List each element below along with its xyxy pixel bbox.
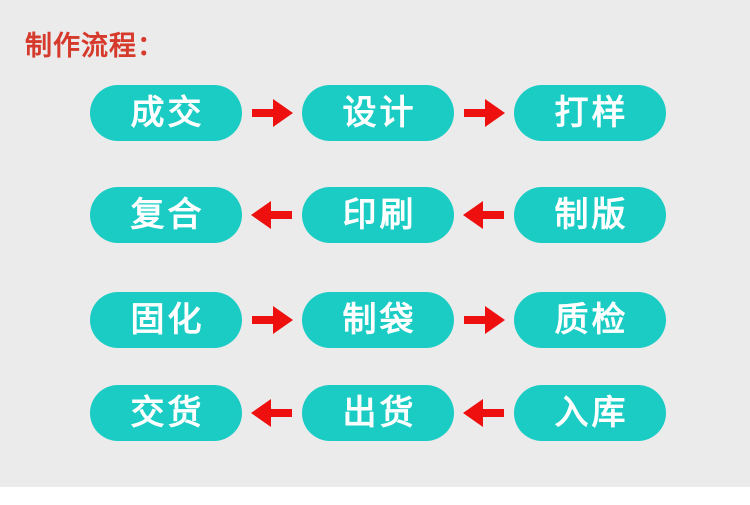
flow-row: 固化 制袋 质检 [90,292,670,348]
flow-step-pill: 制版 [514,187,666,243]
flow-step-pill: 制袋 [302,292,454,348]
flow-step-pill: 打样 [514,85,666,141]
flow-step-label: 制袋 [342,301,417,339]
flow-step-pill: 交货 [90,385,242,441]
arrow-left-icon [242,187,302,243]
flow-step-label: 复合 [130,196,205,234]
flow-step-label: 印刷 [342,196,417,234]
flow-step-label: 出货 [342,394,417,432]
arrow-left-icon [454,187,514,243]
page-title: 制作流程： [25,31,165,61]
flow-row: 复合 印刷 制版 [90,187,670,243]
flow-step-pill: 复合 [90,187,242,243]
flow-step-label: 固化 [130,301,205,339]
arrow-right-icon [454,292,514,348]
flow-step-label: 交货 [130,394,205,432]
flow-step-pill: 固化 [90,292,242,348]
flow-step-label: 设计 [342,94,417,132]
flow-step-label: 质检 [554,301,629,339]
flow-row: 交货 出货 入库 [90,385,670,441]
flow-diagram: 成交 设计 打样复合 印刷 制版固化 制袋 质检交货 出货 入库 [90,85,670,441]
flow-step-pill: 成交 [90,85,242,141]
arrow-left-icon [242,385,302,441]
flow-step-label: 制版 [554,196,629,234]
flow-step-pill: 出货 [302,385,454,441]
arrow-right-icon [242,292,302,348]
flow-row: 成交 设计 打样 [90,85,670,141]
arrow-right-icon [454,85,514,141]
flow-step-pill: 质检 [514,292,666,348]
flow-step-label: 打样 [554,94,629,132]
arrow-left-icon [454,385,514,441]
flow-step-label: 成交 [130,94,205,132]
flow-step-pill: 入库 [514,385,666,441]
flow-step-pill: 设计 [302,85,454,141]
flow-step-label: 入库 [554,394,629,432]
arrow-right-icon [242,85,302,141]
flow-step-pill: 印刷 [302,187,454,243]
